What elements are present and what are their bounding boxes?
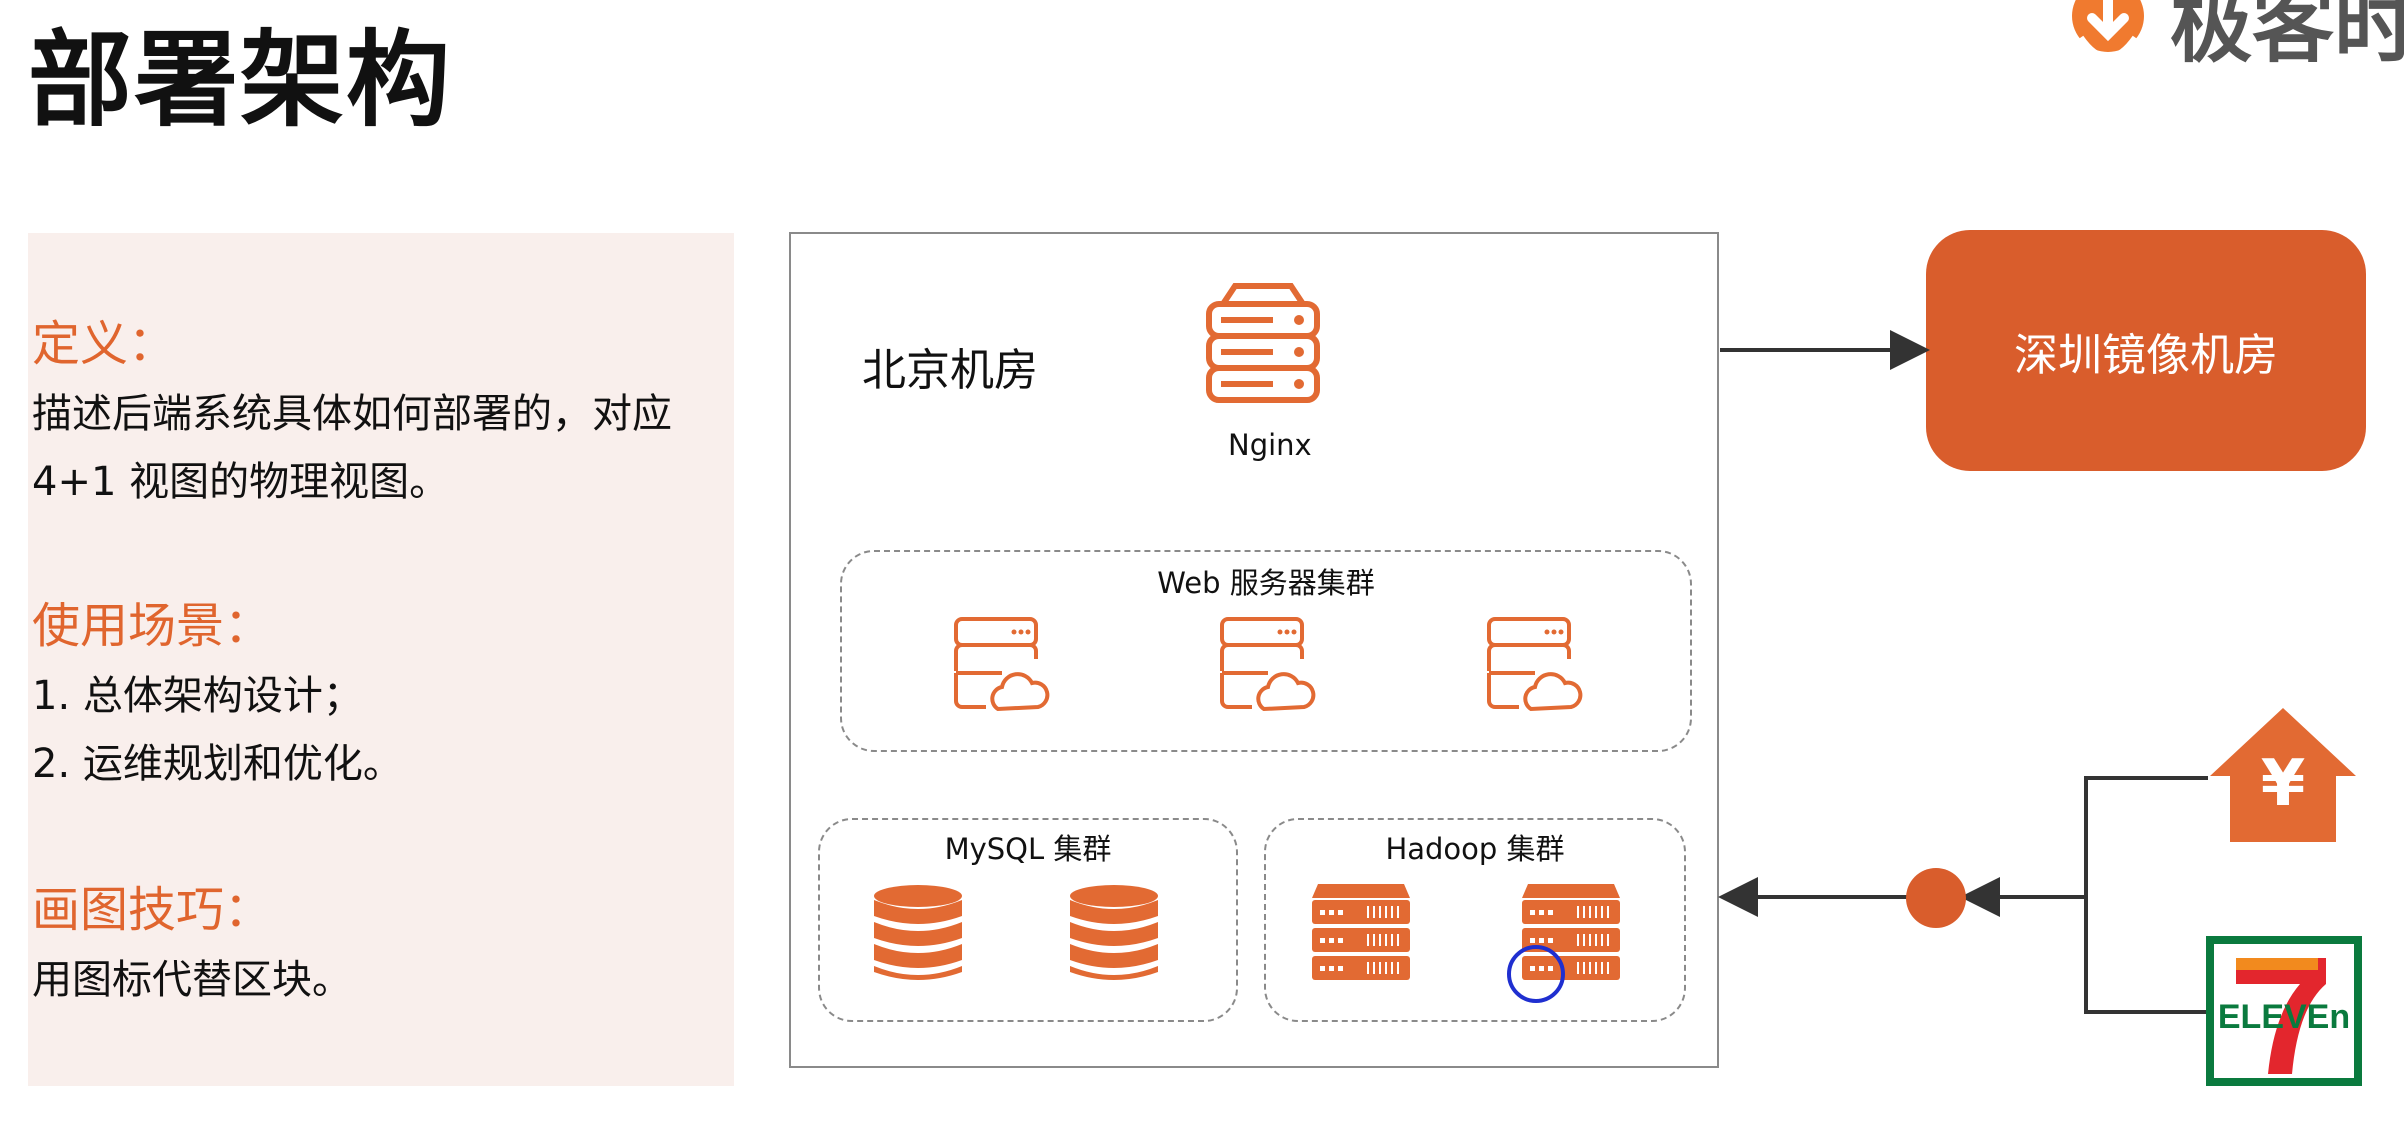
- mysql-cluster-label: MySQL 集群: [944, 832, 1112, 866]
- definition-heading: 定义：: [32, 316, 177, 372]
- scenarios-heading: 使用场景：: [32, 598, 273, 654]
- scenario-line-2: 2. 运维规划和优化。: [32, 741, 403, 787]
- seven-eleven-logo-icon: [2206, 936, 2362, 1086]
- brand-logo-text: 极客时: [2170, 0, 2404, 74]
- hadoop-cluster-label: Hadoop 集群: [1385, 832, 1565, 866]
- nginx-server-icon: [1206, 283, 1320, 403]
- hadoop-server-rack-icon: [1312, 884, 1410, 980]
- definition-line-2: 4+1 视图的物理视图。: [32, 459, 450, 505]
- tips-heading: 画图技巧：: [32, 882, 273, 938]
- seven-eleven-text: ELEVEn: [2217, 998, 2351, 1036]
- mysql-cluster-box: [818, 818, 1238, 1022]
- tips-line-1: 用图标代替区块。: [32, 957, 352, 1003]
- yen-symbol: ¥: [2260, 747, 2306, 821]
- datacenter-label: 北京机房: [862, 345, 1038, 396]
- database-icon: [874, 885, 962, 980]
- shenzhen-mirror-box: 深圳镜像机房: [1926, 230, 2366, 471]
- hadoop-cluster-box: [1264, 818, 1686, 1022]
- web-cluster-label: Web 服务器集群: [1157, 566, 1375, 600]
- brand-logo-icon: [2072, 0, 2144, 62]
- scenario-line-1: 1. 总体架构设计；: [32, 673, 363, 719]
- junction-node-icon: [1906, 868, 1966, 928]
- page-title: 部署架构: [28, 19, 453, 141]
- web-server-cloud-icon: [1220, 617, 1316, 712]
- database-icon: [1070, 885, 1158, 980]
- cursor-highlight-circle: [1507, 945, 1565, 1003]
- nginx-label: Nginx: [1228, 428, 1312, 462]
- payment-house-icon: [2210, 708, 2356, 842]
- definition-line-1: 描述后端系统具体如何部署的，对应: [32, 391, 672, 437]
- web-cluster-box: [840, 550, 1692, 752]
- left-info-panel: [28, 233, 734, 1086]
- web-server-cloud-icon: [1487, 617, 1583, 712]
- web-server-cloud-icon: [954, 617, 1050, 712]
- hadoop-server-rack-icon: [1522, 884, 1620, 980]
